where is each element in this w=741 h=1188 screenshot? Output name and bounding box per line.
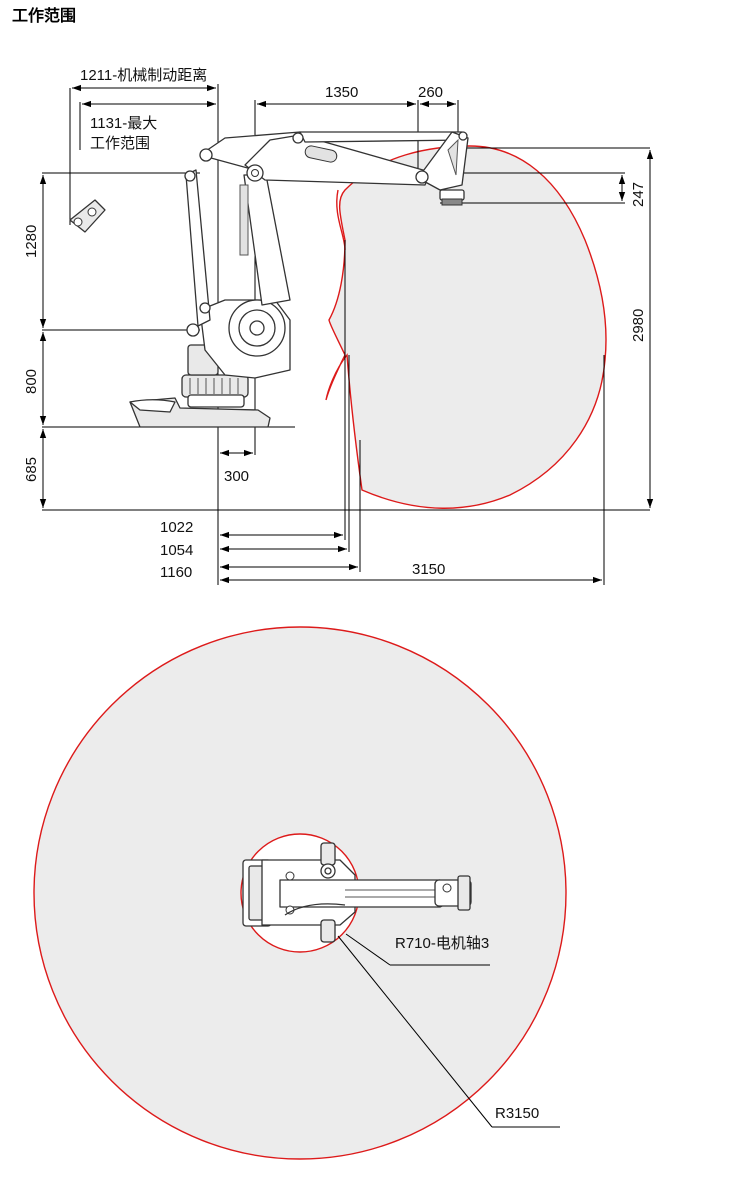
robot-top-illustration: [242, 842, 472, 943]
dim-1211-label: 1211-机械制动距离: [80, 67, 207, 84]
side-working-envelope: [325, 145, 607, 509]
label-r710: R710-电机轴3: [395, 935, 489, 952]
dim-1054-label: 1054: [160, 542, 193, 559]
dim-1350-label: 1350: [325, 84, 358, 101]
dim-3150-label: 3150: [412, 561, 445, 578]
dim-685-label: 685: [23, 457, 40, 482]
dim-260-label: 260: [418, 84, 443, 101]
dim-1280-label: 1280: [23, 225, 40, 258]
dim-800-label: 800: [23, 369, 40, 394]
robot-side-illustration: [129, 131, 469, 428]
top-view: R710-电机轴3 R3150: [33, 626, 567, 1160]
label-r3150: R3150: [495, 1105, 539, 1122]
dim-300-label: 300: [224, 468, 249, 485]
dim-1160-label: 1160: [160, 564, 192, 581]
dim-1022-label: 1022: [160, 519, 193, 536]
dim-1131-label-line1: 1131-最大: [90, 115, 157, 132]
dim-247-label: 247: [630, 182, 647, 207]
dim-1131-label-line2: 工作范围: [90, 135, 150, 152]
retracted-wrist-outline: [69, 199, 106, 233]
dim-2980-label: 2980: [630, 309, 647, 342]
page-title: 工作范围: [12, 6, 77, 25]
side-view: 1211-机械制动距离 1131-最大 工作范围 1350 260 247 12…: [23, 67, 654, 585]
